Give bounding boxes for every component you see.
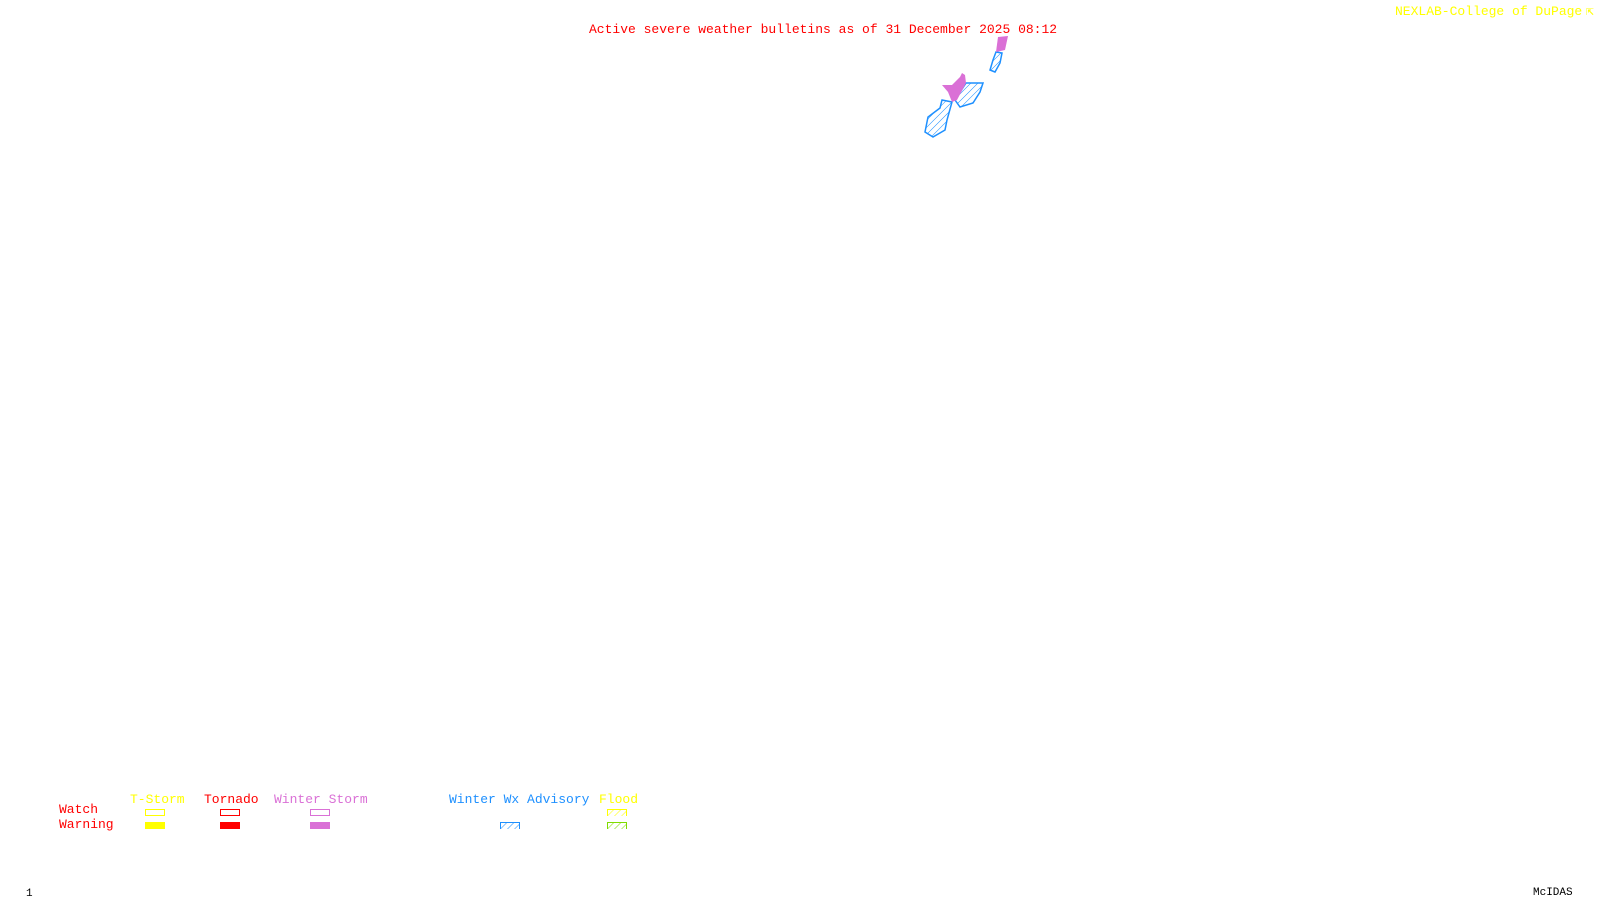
credit-label: NEXLAB-College of DuPage xyxy=(1395,4,1583,19)
legend-warning-label: Warning xyxy=(59,817,114,832)
legend-watch-label: Watch xyxy=(59,802,99,817)
frame-number: 1 xyxy=(26,888,33,900)
software-label: McIDAS xyxy=(1533,887,1573,899)
page-title: Active severe weather bulletins as of 31… xyxy=(589,22,1058,37)
winter-wx-advisory-area xyxy=(924,99,953,138)
winter-storm-warning-area xyxy=(942,73,966,102)
flood-warning-swatch xyxy=(607,822,627,829)
legend-tornado-label: Tornado xyxy=(204,792,259,807)
legend-winter-storm-label: Winter Storm xyxy=(274,792,368,807)
winter-storm-watch-swatch xyxy=(310,809,330,816)
winter-storm-warning-area xyxy=(996,36,1008,52)
legend-tstorm-label: T-Storm xyxy=(130,792,185,807)
legend-winter-wx-advisory-label: Winter Wx Advisory xyxy=(449,792,590,807)
flood-watch-swatch xyxy=(607,809,627,816)
corner-arrow-icon: ⇱ xyxy=(1586,4,1594,19)
winter-storm-warning-swatch xyxy=(310,822,330,829)
legend-flood-label: Flood xyxy=(599,792,639,807)
tornado-warning-swatch xyxy=(220,822,240,829)
tstorm-warning-swatch xyxy=(145,822,165,829)
tstorm-watch-swatch xyxy=(145,809,165,816)
winter-wx-advisory-swatch xyxy=(500,822,520,829)
winter-wx-advisory-area xyxy=(989,51,1003,73)
tornado-watch-swatch xyxy=(220,809,240,816)
